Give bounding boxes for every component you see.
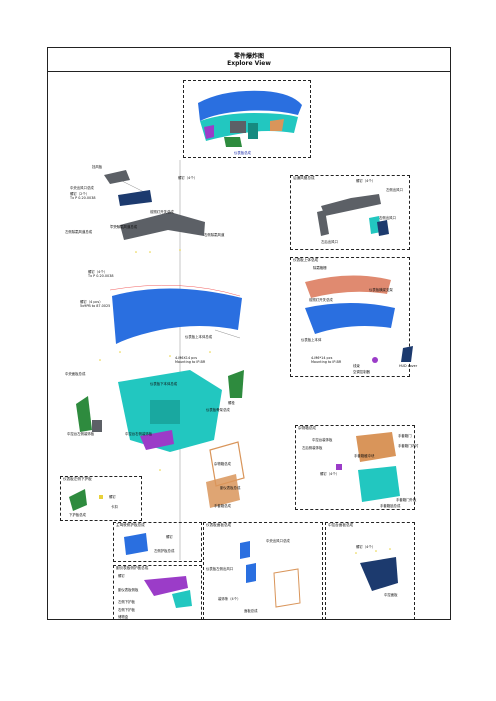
storage-box: 杂物箱总成 中控台装饰板 左后侧装饰板 手套箱门 手套箱门内衬 手套箱缓冲块 螺… — [295, 425, 419, 510]
rear-duct-image — [317, 194, 389, 236]
storage-outer-panel: 手套箱门外板 — [396, 498, 417, 502]
rear-duct-screw: 螺钉（4个） — [356, 179, 376, 183]
panel-center-vent: 中央出风口总成 — [266, 539, 290, 543]
main-label-upper-body: 仪表板上本体总成 — [185, 335, 213, 339]
sub-dash-storage: 储物盒 — [118, 615, 129, 619]
driver-guard-side: 左侧护板总成 — [154, 549, 175, 553]
main-callout-m6: 4-M6X14 pcs — [175, 356, 197, 360]
upper-body-defrost-grille: 除霜格栅 — [313, 266, 327, 270]
console-screw: 螺钉（4个） — [356, 545, 376, 549]
sub-dash-guard-box: 副仪表板侧护板总成 螺钉 副仪表板侧板 左侧下护板 右侧下护板 储物盒 — [113, 565, 202, 620]
main-callout-screw-4b: 螺钉（4个） — [88, 270, 108, 274]
main-label-storage: 杂物箱总成 — [214, 462, 231, 466]
storage-left-trim: 左后侧装饰板 — [302, 446, 323, 450]
sub-dash-side: 副仪表板侧板 — [118, 588, 139, 592]
upper-body-box-title: 仪表板上体总成 — [292, 258, 320, 263]
upper-body-harness: 线束 — [353, 364, 360, 368]
main-label-skeleton: 仪表板骨架总成 — [206, 408, 230, 412]
storage-image — [336, 432, 400, 502]
left-lower-guard-title: 仪表板左侧下护板 — [62, 477, 93, 482]
main-label-headlamp-switch: 前照灯开关总成 — [150, 210, 174, 214]
panel-assembly-image — [240, 541, 301, 608]
main-label-sub-dash: 副仪表板总成 — [220, 486, 241, 490]
left-lower-guard-box: 仪表板左侧下护板 螺钉 卡扣 下护板总成 — [60, 476, 142, 521]
title-block: 零件爆炸图 Explore View — [48, 48, 450, 72]
left-lower-guard: 下护板总成 — [69, 513, 86, 517]
main-label-console-right-trim: 中控台右侧装饰板 — [125, 432, 153, 436]
top-assembly-box: 仪表板总成 — [183, 80, 311, 158]
dashboard-assembly-image — [198, 90, 302, 147]
main-label-windshield: 挡风板 — [92, 165, 103, 169]
upper-body-bracket: 仪表板横梁支架 — [369, 288, 393, 292]
panel-assembly-title: 仪表板面板总成 — [205, 523, 233, 528]
sub-dash-guard-title: 副仪表板侧护板总成 — [115, 566, 150, 571]
main-callout-spec-3: 5x9PB to 87.0025 — [80, 304, 111, 308]
sub-dash-screw: 螺钉 — [118, 574, 125, 578]
sub-dash-left-lower: 左侧下护板 — [118, 600, 135, 604]
main-callout-spec-2: Tx P 0.20.0038 — [88, 274, 114, 278]
main-label-bolt: 螺栓 — [228, 401, 235, 405]
upper-body-box: 仪表板上体总成 除霜格栅 仪表板横梁支架 前照灯开关总成 仪表板上本体 4-M6… — [290, 257, 417, 377]
left-lower-guard-image — [69, 489, 103, 511]
upper-body-upper: 仪表板上本体 — [301, 338, 322, 342]
panel-left-vent: 仪表板左侧出风口 — [206, 567, 234, 571]
console-panel-image — [355, 548, 398, 591]
console-panel-box: 中控台面板总成 螺钉（4个） 中控面板 — [325, 522, 415, 620]
main-label-left-defrost: 左侧除霜风道总成 — [65, 230, 93, 234]
panel-assembly-box: 仪表板面板总成 中央出风口总成 仪表板左侧出风口 装饰条（4个） 面板总成 — [203, 522, 323, 620]
driver-guard-screw: 螺钉 — [166, 535, 173, 539]
title-chinese: 零件爆炸图 — [233, 52, 264, 60]
upper-body-m6: 4-M6*14 pcs — [311, 356, 333, 360]
main-callout-mounting: Mounting to IP-BR — [175, 360, 206, 364]
upper-body-hud: HUD cover — [399, 364, 418, 368]
console-panel: 中控面板 — [384, 593, 398, 597]
rear-duct-box-title: 后通风管总成 — [292, 176, 316, 181]
upper-body-ac-controller: 空调控制器 — [353, 370, 370, 374]
main-label-right-defrost: 右侧除霜风道 — [204, 233, 225, 237]
rear-duct-left-vent: 左侧出风口 — [386, 188, 403, 192]
main-label-center-panel: 中央面板总成 — [65, 372, 86, 376]
storage-buffer: 手套箱缓冲块 — [354, 454, 375, 458]
left-lower-clip: 卡扣 — [111, 505, 118, 509]
main-callout-spec-1: Tx P 0.20.0038 — [70, 196, 96, 200]
storage-box-title: 杂物箱总成 — [297, 426, 317, 431]
console-panel-title: 中控台面板总成 — [327, 523, 355, 528]
driver-guard-box: 主驾驶侧护板总成 螺钉 左侧护板总成 — [113, 522, 202, 562]
sub-dash-guard-image — [144, 576, 192, 608]
storage-console-trim: 中控台装饰板 — [312, 438, 333, 442]
main-callout-screw-4pcs: 螺钉（4 pcs） — [80, 300, 103, 304]
storage-screw: 螺钉（4个） — [320, 472, 340, 476]
storage-lock: 手套箱锁总成 — [380, 504, 401, 508]
main-label-console-left-trim: 中控台左侧装饰板 — [67, 432, 95, 436]
upper-body-image — [305, 275, 413, 363]
top-assembly-caption: 仪表板总成 — [234, 151, 251, 155]
left-lower-screw: 螺钉 — [109, 495, 116, 499]
main-callout-screw-2: 螺钉（2个） — [70, 192, 90, 196]
rear-duct-right-vent: 右侧出风口 — [379, 216, 396, 220]
main-label-center-vent: 中央出风口总成 — [70, 186, 94, 190]
main-label-screw-4: 螺钉（4个） — [178, 176, 198, 180]
panel-trim-strip: 装饰条（4个） — [218, 597, 241, 601]
main-label-lower-body: 仪表板下本体总成 — [150, 382, 178, 386]
sub-dash-right-lower: 右侧下护板 — [118, 608, 135, 612]
panel-panel: 面板总成 — [244, 609, 258, 613]
rear-duct-box: 后通风管总成 螺钉（4个） 左侧出风口 右侧出风口 左后出风口 — [290, 175, 410, 250]
upper-body-headlamp: 前照灯开关总成 — [309, 298, 333, 302]
storage-glovebox-door: 手套箱门 — [398, 434, 412, 438]
main-label-glovebox: 手套箱总成 — [214, 504, 231, 508]
driver-guard-image — [124, 533, 148, 555]
upper-body-mounting: Mounting to IP-BR — [311, 360, 342, 364]
title-english: Explore View — [227, 59, 271, 67]
rear-duct-rear-left-vent: 左后出风口 — [321, 240, 338, 244]
main-label-center-defrost: 中央除霜风道总成 — [110, 225, 138, 229]
driver-guard-title: 主驾驶侧护板总成 — [115, 523, 146, 528]
storage-door-liner: 手套箱门内衬 — [398, 444, 419, 448]
